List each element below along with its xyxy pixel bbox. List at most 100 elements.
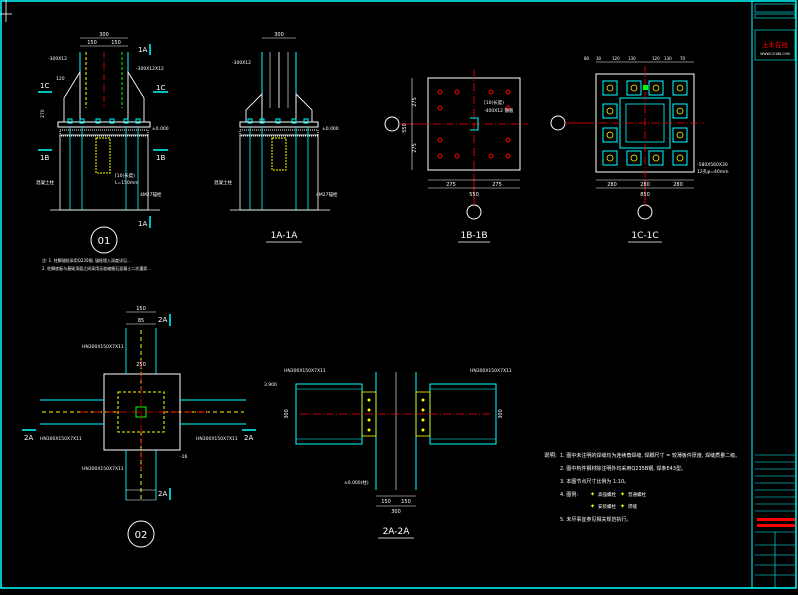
section-1A-bottom: 1A <box>138 220 147 228</box>
section-1A-top: 1A <box>138 46 147 54</box>
dim-left-h: 300 <box>284 409 290 419</box>
title-block: 土木在线 WWW.CO188.COM <box>751 1 796 588</box>
detail-01-column-base: 300 150 150 1A 1A 1C 1C 1B 1B -300X12 -3… <box>36 32 169 271</box>
dim-300: 300 <box>99 32 109 38</box>
dim-a: 280 <box>607 182 617 188</box>
section-1A-1A: 300 -300X12 ±0.000 4M27锚栓 混凝土柱 1A-1A <box>214 32 339 243</box>
dim-250: 250 <box>136 362 146 368</box>
legend-4: 焊缝 <box>628 503 637 510</box>
dim-total: 850 <box>640 192 650 198</box>
shear-len-label: L=150mm <box>115 180 139 186</box>
section-title: 2A-2A <box>383 527 411 537</box>
shear-key-label: [10(长度) <box>115 172 135 179</box>
top-dim-6: 70 <box>680 56 686 61</box>
section-1C-1C: 280 280 280 850 80 30 120 130 120 130 70… <box>550 56 728 243</box>
plate-label: -16 <box>180 454 187 460</box>
notes-heading: 说明: <box>544 451 557 459</box>
beam-left-label: HN300X150X7X11 <box>284 368 326 374</box>
section-1B-1B: [10(长度) -400X12 钢板 275 275 550 550 275 2… <box>384 70 528 243</box>
dim-120: 120 <box>56 76 65 82</box>
legend-1: 高强螺栓 <box>598 491 616 498</box>
dim-150b: 150 <box>401 499 411 505</box>
section-1C-right: 1C <box>156 84 165 92</box>
detail-01-label: 01 <box>98 236 111 247</box>
section-1B-right: 1B <box>156 154 165 162</box>
section-2A-left: 2A <box>24 434 33 442</box>
bolt-symbol-1: ✦ <box>590 491 595 498</box>
dim-150a: 150 <box>381 499 391 505</box>
dim-150-left: 150 <box>87 40 97 46</box>
legend-3: 安装螺栓 <box>598 503 616 510</box>
elev-label: ±0.000 <box>322 126 339 132</box>
elev-top: 3.900 <box>264 382 277 388</box>
axis-bubble-bottom <box>637 204 653 220</box>
dim-300: 300 <box>274 32 284 38</box>
section-title: 1C-1C <box>631 231 658 241</box>
company-subtitle: WWW.CO188.COM <box>760 52 790 56</box>
beam-right-label: HN300X150X7X11 <box>470 368 512 374</box>
anchor-label: 4M27锚栓 <box>316 191 338 198</box>
dim-85: 85 <box>138 318 144 324</box>
dim-left: 275 <box>446 182 456 188</box>
crosshair-cursor-icon <box>0 0 12 22</box>
legend-2: 普通螺栓 <box>628 491 646 498</box>
notes-line-1: 1. 图中未注明的焊缝均为连续角焊缝, 焊脚尺寸 = 较薄板件厚度, 焊缝质量二… <box>560 452 740 459</box>
detail-01-note1: 注: 1. 柱脚锚栓采用Q235钢, 锚栓埋入深度详见... <box>42 257 131 263</box>
dim-300: 300 <box>391 509 401 515</box>
dim-width: 550 <box>469 192 479 198</box>
notes-line-5: 5. 未尽事宜参见相关规范执行。 <box>560 516 631 523</box>
section-1C-left: 1C <box>40 82 49 90</box>
dim-150-right: 150 <box>111 40 121 46</box>
conc-label: 混凝土柱 <box>36 179 54 186</box>
section-2A-2A: HN300X150X7X11 HN300X150X7X11 3.900 ±0.0… <box>264 368 512 539</box>
axis-bubble-left <box>550 115 566 131</box>
company-name: 土木在线 <box>762 40 789 49</box>
notes-line-4: 4. 图例: <box>560 491 578 498</box>
anchor-label: 4M27锚栓 <box>140 191 162 198</box>
top-dim-1: 30 <box>596 56 602 61</box>
notes-line-2: 2. 图中构件钢材除注明外均采用Q235B钢, 焊条E43型。 <box>560 465 686 472</box>
elev-label: ±0.000 <box>152 126 169 132</box>
bolt-symbol-2: ✦ <box>620 491 625 498</box>
section-2A-top-right: 2A <box>158 316 167 324</box>
plate-label: -300X12 <box>232 60 251 66</box>
beam-right-label: HN300X150X7X11 <box>196 436 238 442</box>
dim-right-h: 300 <box>498 409 504 419</box>
section-1B-left: 1B <box>40 154 49 162</box>
plate-left-label: -300X12 <box>48 56 67 62</box>
conc-label: 混凝土柱 <box>214 179 232 186</box>
beam-left-label: HN300X150X7X11 <box>40 436 82 442</box>
notes-line-3: 3. 本图节点尺寸比例为 1:10。 <box>560 478 629 485</box>
dim-b: 280 <box>640 182 650 188</box>
elev-bottom: ±0.000(柱) <box>344 479 369 486</box>
detail-02-beam-column-plan: 150 85 250 2A 2A 2A 2A HN300X150X7X11 HN… <box>22 306 256 548</box>
top-dim-2: 120 <box>612 56 620 61</box>
dim-270: 270 <box>40 109 46 118</box>
beam-bottom-label: HN300X150X7X11 <box>82 466 124 472</box>
plate-label: -400X12 钢板 <box>484 107 514 114</box>
section-2A-bottom-right: 2A <box>158 490 167 498</box>
section-2A-right: 2A <box>244 434 253 442</box>
axis-bubble-left <box>384 116 400 132</box>
top-dim-5: 130 <box>664 56 672 61</box>
bolt-symbol-4: ✦ <box>620 503 625 510</box>
plate-right-label: -300X12X12 <box>136 66 164 72</box>
shear-label: [10(长度) <box>484 99 504 106</box>
dim-side-a: 275 <box>412 97 418 107</box>
detail-01-note2: 2. 柱脚底板与基础顶面之间采用无收缩细石混凝土二次灌浆... <box>42 265 151 271</box>
dim-right: 275 <box>492 182 502 188</box>
dim-150: 150 <box>136 306 146 312</box>
section-title: 1A-1A <box>271 231 299 241</box>
section-title: 1B-1B <box>460 231 487 241</box>
detail-02-circle <box>127 520 155 548</box>
axis-bubble-bottom <box>466 204 482 220</box>
top-dim-0: 80 <box>584 56 590 61</box>
dim-c: 280 <box>673 182 683 188</box>
detail-02-label: 02 <box>135 530 148 541</box>
detail-01-circle <box>90 226 118 254</box>
dim-side: 550 <box>402 123 408 133</box>
dim-side-b: 275 <box>412 143 418 153</box>
general-notes: 说明: 1. 图中未注明的焊缝均为连续角焊缝, 焊脚尺寸 = 较薄板件厚度, 焊… <box>544 451 740 523</box>
hole-note: 12孔φ=40mm <box>697 168 728 175</box>
